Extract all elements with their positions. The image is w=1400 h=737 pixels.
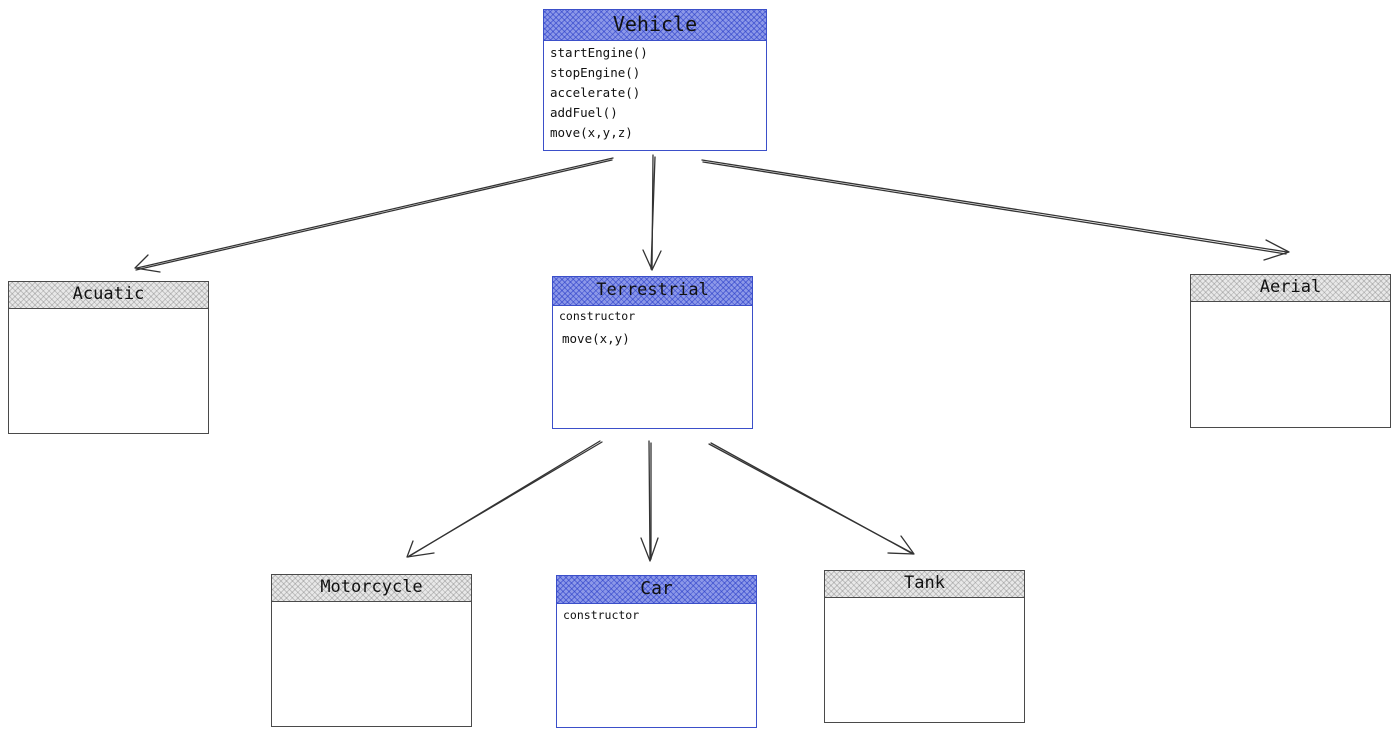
class-header-aerial: Aerial	[1191, 275, 1390, 302]
member-stop-engine: stopEngine()	[550, 65, 641, 80]
class-header-motorcycle: Motorcycle	[272, 575, 471, 602]
arrow-vehicle-to-acuatic	[134, 157, 614, 273]
member-accelerate: accelerate()	[550, 85, 641, 100]
class-box-car: Car constructor	[556, 575, 757, 728]
class-header-acuatic: Acuatic	[9, 282, 208, 309]
class-box-tank: Tank	[824, 570, 1025, 723]
arrow-terrestrial-to-motorcycle	[406, 440, 603, 558]
class-members-car: constructor	[563, 606, 752, 624]
class-header-vehicle: Vehicle	[544, 10, 766, 41]
arrow-terrestrial-to-tank	[708, 442, 915, 555]
member-move-xy: move(x,y)	[562, 331, 630, 346]
member-constructor: constructor	[563, 608, 640, 622]
class-name-aerial: Aerial	[1259, 277, 1322, 297]
class-name-terrestrial: Terrestrial	[596, 280, 709, 300]
member-start-engine: startEngine()	[550, 45, 648, 60]
class-box-acuatic: Acuatic	[8, 281, 209, 434]
member-add-fuel: addFuel()	[550, 105, 618, 120]
class-header-terrestrial: Terrestrial	[553, 277, 752, 306]
arrow-vehicle-to-terrestrial	[642, 154, 662, 271]
member-move-xyz: move(x,y,z)	[550, 125, 633, 140]
class-header-car: Car	[557, 576, 756, 604]
class-name-acuatic: Acuatic	[72, 284, 145, 304]
class-box-aerial: Aerial	[1190, 274, 1391, 428]
class-name-motorcycle: Motorcycle	[320, 577, 423, 597]
class-box-vehicle: Vehicle startEngine() stopEngine() accel…	[543, 9, 767, 151]
arrow-terrestrial-to-car	[640, 440, 659, 562]
class-members-terrestrial: constructor move(x,y)	[559, 308, 748, 350]
member-constructor: constructor	[559, 309, 636, 323]
class-name-car: Car	[640, 578, 673, 599]
class-members-vehicle: startEngine() stopEngine() accelerate() …	[550, 43, 762, 143]
class-box-motorcycle: Motorcycle	[271, 574, 472, 727]
class-box-terrestrial: Terrestrial constructor move(x,y)	[552, 276, 753, 429]
class-name-tank: Tank	[904, 573, 945, 593]
class-header-tank: Tank	[825, 571, 1024, 598]
class-name-vehicle: Vehicle	[612, 12, 698, 36]
arrow-vehicle-to-aerial	[701, 159, 1290, 261]
